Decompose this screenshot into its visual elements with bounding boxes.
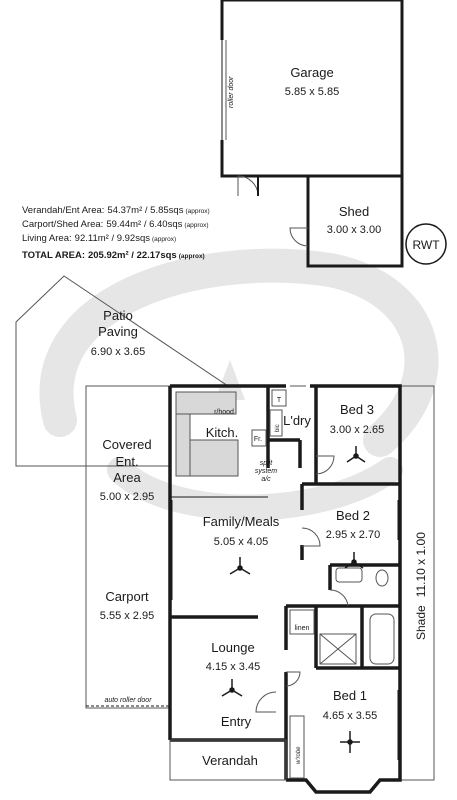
tub-label: T: [277, 397, 282, 404]
covered-name-2: Ent.: [115, 454, 138, 469]
lounge-dims: 4.15 x 3.45: [206, 661, 260, 673]
roller-door-label: roller door: [228, 76, 235, 108]
split-label-1: split: [260, 460, 274, 467]
fan-icon-bed1: [340, 731, 360, 753]
svg-text:Carport/Shed Area:59.44m² / 6.: Carport/Shed Area:59.44m² / 6.40sqs(appr…: [22, 219, 209, 230]
carport-outline: [85, 385, 170, 709]
lounge-name: Lounge: [211, 640, 254, 655]
verandah-name: Verandah: [202, 753, 258, 768]
shed-name: Shed: [339, 204, 369, 219]
bed2-name: Bed 2: [336, 508, 370, 523]
laundry-name: L'dry: [283, 413, 311, 428]
covered-name-3: Area: [113, 470, 141, 485]
verandah-outline: [169, 739, 287, 781]
fan-icon-family: [229, 557, 251, 575]
rwt-label: RWT: [412, 238, 440, 252]
bed1-dims: 4.65 x 3.55: [323, 710, 377, 722]
garage-dims: 5.85 x 5.85: [285, 86, 339, 98]
bath: [369, 613, 395, 665]
split-label-2: system: [255, 468, 277, 475]
fridge-label: Fr.: [254, 436, 262, 443]
shed-dims: 3.00 x 3.00: [327, 224, 381, 236]
fan-icon-bed2: [344, 552, 364, 569]
area-summary: Verandah/Ent Area:54.37m² / 5.85sqs(appr…: [22, 205, 210, 261]
shed-outline: [306, 174, 404, 268]
laundry-tub: [271, 389, 287, 407]
garage-name: Garage: [290, 65, 333, 80]
carport-name: Carport: [105, 589, 149, 604]
watermark: [39, 248, 439, 521]
split-label-3: a/c: [261, 476, 271, 483]
patio-dims: 6.90 x 3.65: [91, 346, 145, 358]
wrobe-label: w'robe: [296, 746, 302, 764]
bed2-dims: 2.95 x 2.70: [326, 529, 380, 541]
patio-name-2: Paving: [98, 324, 138, 339]
bic-cupboard: [269, 409, 283, 437]
kitchen-bench: [175, 391, 267, 477]
shade-label: Shade11.10 x 1.00: [414, 532, 428, 640]
bed3-name: Bed 3: [340, 402, 374, 417]
entry-name: Entry: [221, 714, 252, 729]
covered-name-1: Covered: [102, 437, 151, 452]
rwt-tank: [405, 223, 447, 265]
toilet: [375, 569, 389, 587]
vanity: [335, 567, 363, 583]
windows: [171, 500, 399, 760]
wrobe: [289, 715, 305, 779]
svg-text:TOTAL AREA:205.92m² / 22.17sqs: TOTAL AREA:205.92m² / 22.17sqs(approx): [22, 250, 205, 261]
fan-icon-lounge: [221, 679, 243, 697]
shade-outline: [400, 385, 435, 781]
fan-icon-bed3: [346, 446, 366, 463]
linen-label: linen: [295, 625, 310, 632]
bic-label: bic: [275, 424, 281, 432]
carport-dims: 5.55 x 2.95: [100, 610, 154, 622]
covered-dims: 5.00 x 2.95: [100, 491, 154, 503]
auto-roller-door-label: auto roller door: [104, 697, 152, 704]
bed3-dims: 3.00 x 2.65: [330, 424, 384, 436]
rhood-label: r/hood: [214, 409, 234, 416]
bed1-name: Bed 1: [333, 688, 367, 703]
patio-name-1: Patio: [103, 308, 133, 323]
svg-text:Living Area:92.11m² / 9.92sqs(: Living Area:92.11m² / 9.92sqs(approx): [22, 233, 176, 244]
kitchen-name: Kitch.: [206, 425, 239, 440]
svg-text:Verandah/Ent Area:54.37m² / 5.: Verandah/Ent Area:54.37m² / 5.85sqs(appr…: [22, 205, 210, 216]
family-dims: 5.05 x 4.05: [214, 536, 268, 548]
linen-cupboard: [289, 609, 315, 635]
family-name: Family/Meals: [203, 514, 280, 529]
